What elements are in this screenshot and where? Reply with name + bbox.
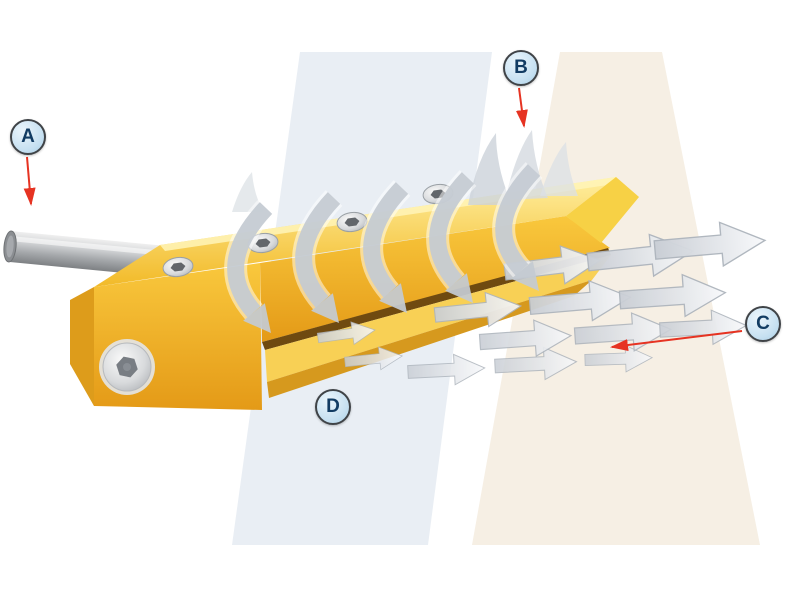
curved-airflow-arrow (224, 200, 275, 333)
pointer-arrow-b (515, 87, 528, 128)
entrained-airflow-arrows (224, 162, 543, 333)
curved-airflow-arrow (426, 170, 477, 303)
label-letter-b: B (514, 57, 528, 78)
curved-airflow-arrow (492, 162, 543, 291)
air-inlet-pipe (3, 230, 161, 277)
label-badge-a: A (10, 119, 46, 155)
label-badge-c: C (745, 306, 781, 342)
pointer-arrow-c (610, 330, 743, 352)
curved-airflow-arrow (292, 190, 343, 323)
label-letter-d: D (326, 396, 340, 417)
curved-airflow-arrow (360, 180, 411, 313)
label-badge-b: B (503, 50, 539, 86)
label-letter-c: C (756, 313, 770, 334)
front-hex-screw (99, 339, 155, 395)
label-badge-d: D (315, 389, 351, 425)
pointer-arrow-a (23, 156, 36, 206)
label-letter-a: A (21, 126, 35, 147)
